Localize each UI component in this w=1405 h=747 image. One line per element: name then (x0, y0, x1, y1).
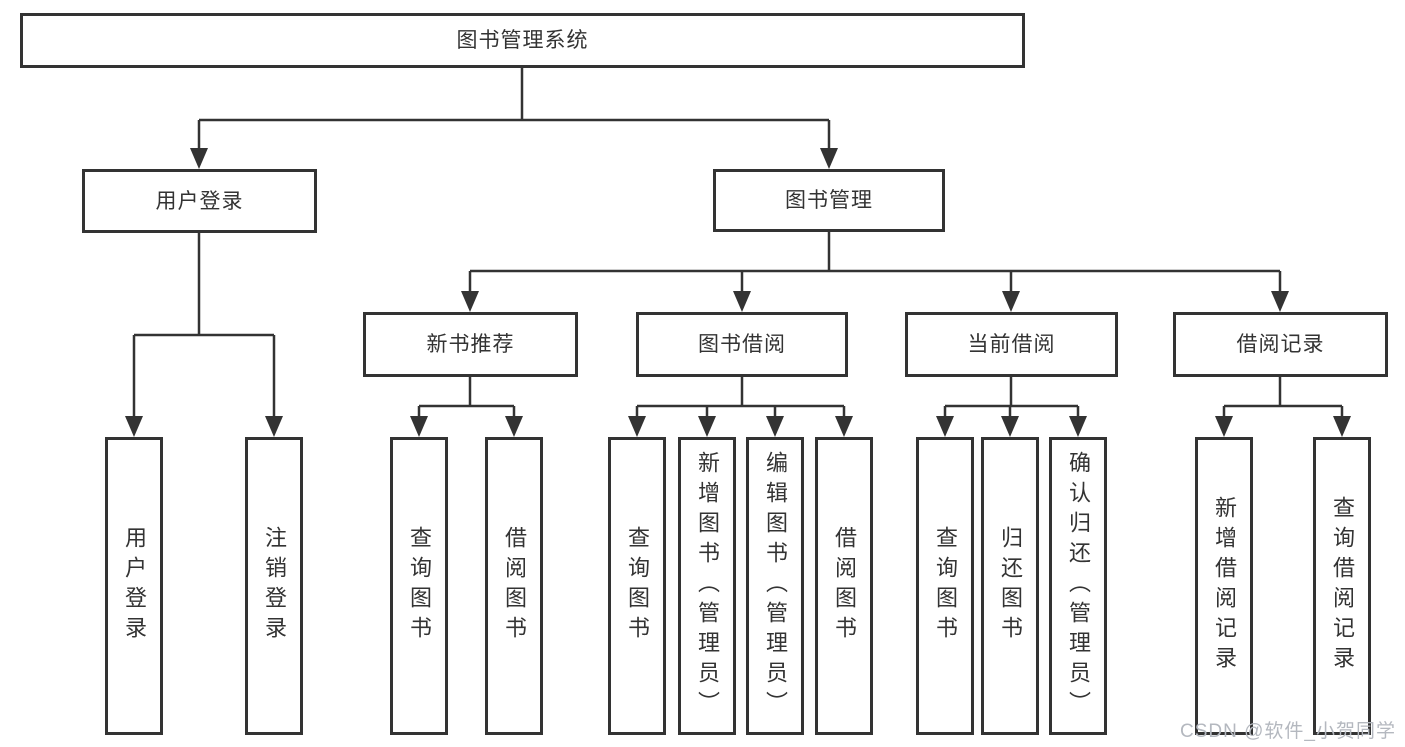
node-current-borrow-label: 当前借阅 (967, 333, 1056, 356)
node-book-management: 图书管理 (713, 169, 945, 232)
leaf-query-books-1: 查询图书 (390, 437, 448, 735)
leaf-confirm-return-admin-label: 确认归还（管理员） (1066, 451, 1091, 721)
node-new-book-recommend-label: 新书推荐 (426, 333, 515, 356)
leaf-query-books-3: 查询图书 (916, 437, 974, 735)
leaf-confirm-return-admin: 确认归还（管理员） (1049, 437, 1107, 735)
node-book-borrow: 图书借阅 (636, 312, 848, 377)
leaf-logout: 注销登录 (245, 437, 303, 735)
node-user-login: 用户登录 (82, 169, 317, 233)
leaf-query-books-2: 查询图书 (608, 437, 666, 735)
leaf-edit-books-admin: 编辑图书（管理员） (746, 437, 804, 735)
leaf-borrow-books-1: 借阅图书 (485, 437, 543, 735)
leaf-return-books-label: 归还图书 (998, 526, 1023, 646)
leaf-add-books-admin: 新增图书（管理员） (678, 437, 736, 735)
leaf-query-books-3-label: 查询图书 (933, 526, 958, 646)
node-borrow-records: 借阅记录 (1173, 312, 1388, 377)
node-new-book-recommend: 新书推荐 (363, 312, 578, 377)
leaf-query-books-1-label: 查询图书 (407, 526, 432, 646)
leaf-add-borrow-record-label: 新增借阅记录 (1212, 496, 1237, 676)
leaf-logout-label: 注销登录 (262, 526, 287, 646)
node-root-label: 图书管理系统 (456, 29, 589, 52)
leaf-user-login: 用户登录 (105, 437, 163, 735)
node-user-login-label: 用户登录 (155, 189, 244, 213)
node-book-borrow-label: 图书借阅 (698, 333, 786, 356)
leaf-query-books-2-label: 查询图书 (625, 526, 650, 646)
node-borrow-records-label: 借阅记录 (1236, 333, 1325, 356)
leaf-borrow-books-1-label: 借阅图书 (502, 526, 527, 646)
leaf-add-borrow-record: 新增借阅记录 (1195, 437, 1253, 735)
node-current-borrow: 当前借阅 (905, 312, 1118, 377)
leaf-borrow-books-2-label: 借阅图书 (832, 526, 857, 646)
leaf-query-borrow-record-label: 查询借阅记录 (1330, 496, 1355, 676)
leaf-borrow-books-2: 借阅图书 (815, 437, 873, 735)
leaf-user-login-label: 用户登录 (122, 526, 147, 646)
csdn-watermark: CSDN @软件_小贺同学 (1180, 721, 1396, 742)
node-book-management-label: 图书管理 (785, 189, 873, 212)
node-root: 图书管理系统 (20, 13, 1025, 68)
leaf-edit-books-admin-label: 编辑图书（管理员） (763, 451, 788, 721)
leaf-add-books-admin-label: 新增图书（管理员） (695, 451, 720, 721)
leaf-return-books: 归还图书 (981, 437, 1039, 735)
leaf-query-borrow-record: 查询借阅记录 (1313, 437, 1371, 735)
